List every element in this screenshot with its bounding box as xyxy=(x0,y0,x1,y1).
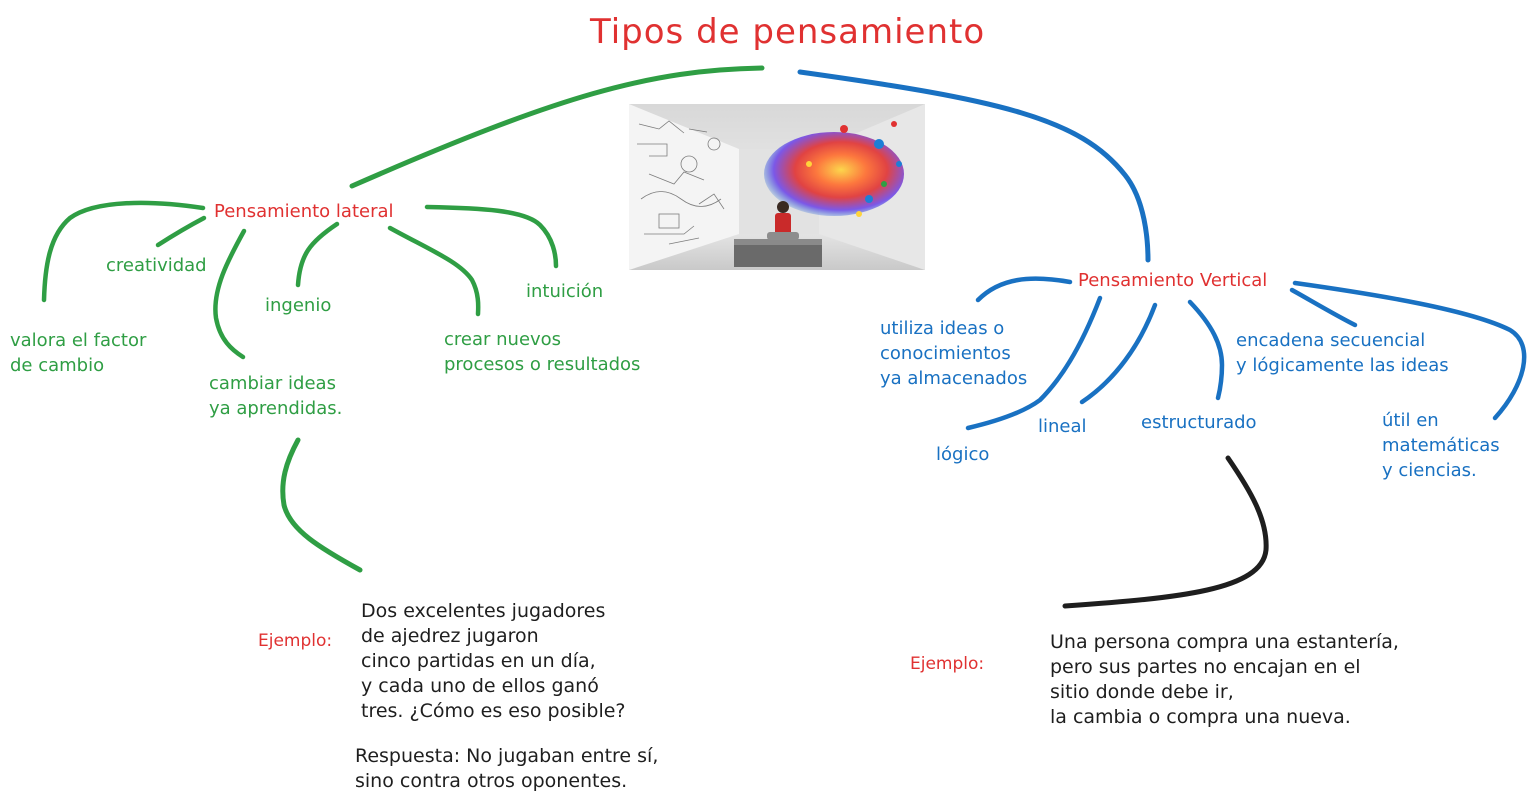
vertical-item-util: útil en matemáticas y ciencias. xyxy=(1382,410,1500,481)
connector-vertical-estructurado xyxy=(1187,299,1225,401)
connector-vertical-utiliza xyxy=(975,276,1073,303)
lateral-item-valora: valora el factor de cambio xyxy=(10,330,147,376)
lateral-item-cambiar: cambiar ideas ya aprendidas. xyxy=(209,373,343,419)
connector-vertical-util xyxy=(1292,280,1527,421)
connector-title-vertical xyxy=(797,69,1151,263)
lateral-example-label: Ejemplo: xyxy=(258,631,333,651)
diagram-title: Tipos de pensamiento xyxy=(590,12,986,52)
colorful-thinking-illustration xyxy=(629,104,925,270)
lateral-item-creatividad: creatividad xyxy=(106,255,207,276)
lateral-item-crear: crear nuevos procesos o resultados xyxy=(444,329,641,375)
node-pensamiento-vertical: Pensamiento Vertical xyxy=(1078,270,1268,291)
vertical-item-lineal: lineal xyxy=(1038,416,1087,437)
connector-vertical-lineal xyxy=(1079,302,1158,405)
connector-estructurado-ejemplo xyxy=(1062,455,1269,609)
vertical-example-label: Ejemplo: xyxy=(910,654,985,674)
node-pensamiento-lateral: Pensamiento lateral xyxy=(214,201,394,222)
illustration-icon xyxy=(629,104,925,270)
connector-vertical-encadena xyxy=(1289,287,1358,328)
connector-lateral-cambiar xyxy=(213,228,247,360)
connector-lateral-valora xyxy=(41,200,206,303)
vertical-item-utiliza: utiliza ideas o conocimientos ya almacen… xyxy=(880,318,1028,389)
vertical-example-text: Una persona compra una estantería, pero … xyxy=(1050,631,1399,728)
vertical-item-encadena: encadena secuencial y lógicamente las id… xyxy=(1236,330,1449,376)
connector-lateral-ingenio xyxy=(295,221,340,288)
connector-cambiar-ejemplo xyxy=(280,437,363,573)
connector-lateral-intuicion xyxy=(424,204,559,269)
lateral-example-text: Dos excelentes jugadores de ajedrez juga… xyxy=(361,600,626,722)
vertical-item-estructurado: estructurado xyxy=(1141,412,1257,433)
lateral-example-answer: Respuesta: No jugaban entre sí, sino con… xyxy=(355,745,659,792)
connector-lateral-crear xyxy=(387,225,481,317)
connector-vertical-logico xyxy=(965,295,1103,431)
lateral-item-intuicion: intuición xyxy=(526,281,604,302)
vertical-item-logico: lógico xyxy=(936,444,990,465)
connector-title-lateral xyxy=(349,65,765,189)
connector-lateral-creatividad xyxy=(155,215,207,248)
lateral-item-ingenio: ingenio xyxy=(265,295,332,316)
